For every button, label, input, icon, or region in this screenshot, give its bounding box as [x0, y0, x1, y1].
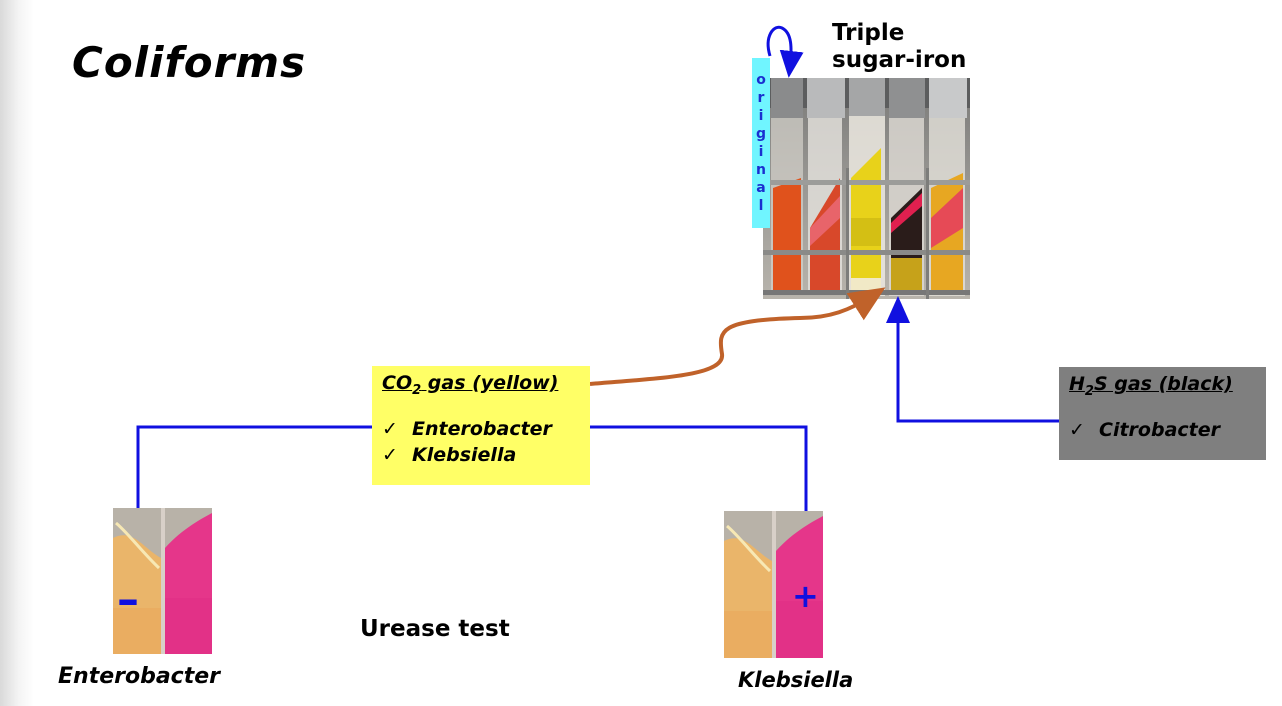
urease-test-label: Urease test [360, 616, 510, 642]
klebsiella-urease-photo [724, 511, 823, 658]
co2-to-enterobacter-arrow [126, 425, 372, 548]
co2-list-item: ✓Klebsiella [382, 443, 517, 466]
original-letter: r [757, 90, 765, 106]
co2-to-tsi-arrow [589, 287, 886, 386]
plus-sign: + [792, 577, 819, 615]
check-icon: ✓ [1069, 418, 1085, 441]
co2-gas-box: CO2 gas (yellow) ✓Enterobacter ✓Klebsiel… [372, 366, 590, 485]
minus-sign: – [117, 574, 139, 625]
co2-to-klebsiella-arrow [590, 425, 818, 545]
original-curl-arrow [766, 25, 804, 78]
slide-edge-shadow [0, 0, 34, 706]
klebsiella-label: Klebsiella [738, 668, 854, 692]
check-icon: ✓ [382, 443, 398, 466]
h2s-list-item: ✓Citrobacter [1069, 418, 1220, 441]
original-label-box: o r i g i n a l [752, 58, 770, 228]
check-icon: ✓ [382, 417, 398, 440]
tsi-tubes-photo [763, 78, 970, 299]
tsi-label-line1: Triple [832, 20, 905, 46]
h2s-gas-box: H2S gas (black) ✓Citrobacter [1059, 367, 1266, 460]
enterobacter-urease-photo [113, 508, 212, 654]
tsi-label-line2: sugar-iron [832, 47, 967, 73]
original-letter: o [756, 72, 766, 88]
h2s-box-heading: H2S gas (black) [1069, 373, 1233, 399]
original-letter: g [755, 126, 767, 142]
original-letter: i [758, 144, 764, 160]
original-letter: a [756, 180, 766, 196]
co2-box-heading: CO2 gas (yellow) [382, 372, 559, 398]
original-letter: n [756, 162, 766, 178]
original-letter: i [758, 108, 764, 124]
h2s-to-tsi-arrow [886, 296, 1059, 423]
co2-list-item: ✓Enterobacter [382, 417, 552, 440]
slide-title: Coliforms [72, 38, 307, 87]
original-letter: l [758, 198, 764, 214]
tsi-label: Triple sugar-iron [832, 20, 966, 74]
enterobacter-label: Enterobacter [58, 664, 221, 689]
